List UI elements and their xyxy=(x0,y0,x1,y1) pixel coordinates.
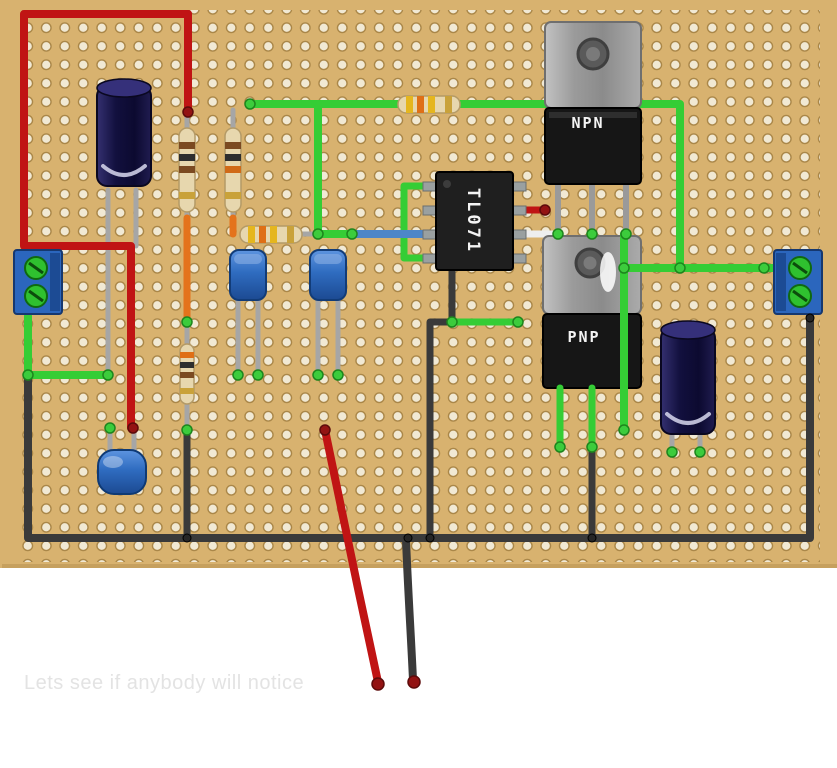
opamp-ic: TL071 xyxy=(422,171,527,271)
resistor-band xyxy=(225,166,241,173)
ic-body xyxy=(435,171,514,271)
resistor-1 xyxy=(178,127,196,213)
resistor-band xyxy=(180,372,194,378)
terminal-edge xyxy=(50,253,60,311)
green-pnp-legs xyxy=(556,384,596,451)
resistor-5 xyxy=(179,343,195,405)
capacitor-gloss xyxy=(234,254,262,264)
screw-slot xyxy=(792,261,808,275)
resistor-band xyxy=(287,226,294,243)
resistor-band xyxy=(179,166,195,173)
screw-terminal-left xyxy=(13,249,63,315)
ic-pin xyxy=(512,229,527,240)
film-capacitor-2 xyxy=(309,249,347,301)
resistor-3 xyxy=(239,225,303,244)
watermark-caption: Lets see if anybody will notice xyxy=(24,672,305,694)
capacitor-gloss xyxy=(103,456,123,468)
resistor-band xyxy=(225,192,241,199)
filmcap2-leads xyxy=(315,297,341,378)
resistor-band xyxy=(259,226,266,243)
wire-joints xyxy=(22,98,815,691)
ic-pin xyxy=(512,181,527,192)
resistor-band xyxy=(180,388,194,394)
green-feedback-wire xyxy=(400,182,428,262)
capacitor-highlight xyxy=(101,164,147,177)
resistor-band xyxy=(428,96,435,113)
capacitor-highlight xyxy=(665,412,711,425)
ic-pin xyxy=(422,205,437,216)
resistor-band xyxy=(248,226,255,243)
screw-terminal-right xyxy=(773,249,823,315)
npn-legs xyxy=(555,179,629,237)
transistor-body xyxy=(544,107,642,185)
ic-pin xyxy=(512,205,527,216)
green-top-wire xyxy=(246,100,780,272)
resistor-2 xyxy=(224,127,242,213)
screw-slot xyxy=(28,289,44,303)
capacitor-top xyxy=(96,78,152,98)
resistor-band xyxy=(179,154,195,161)
npn-transistor: NPN xyxy=(544,21,642,185)
black-ground-bus-wire xyxy=(24,312,814,542)
tab-hole-inner xyxy=(583,256,597,270)
black-below-ic-wire xyxy=(426,258,456,542)
capacitor-gloss xyxy=(314,254,342,264)
ic-pin xyxy=(422,253,437,264)
resistor-band xyxy=(180,362,194,368)
ic-pin xyxy=(512,253,527,264)
resistor-band xyxy=(225,142,241,149)
perfboard-edge xyxy=(2,564,837,568)
electrolytic-capacitor-left xyxy=(96,78,152,187)
pnp-label: PNP xyxy=(567,328,600,346)
pnp-transistor: PNP xyxy=(542,235,642,389)
film-capacitor-1 xyxy=(229,249,267,301)
red-power-wire xyxy=(20,10,192,432)
wires-under xyxy=(20,10,814,542)
tab-hole-inner xyxy=(586,47,600,61)
electrolytic-capacitor-right xyxy=(660,320,716,435)
capacitor-body xyxy=(96,85,152,187)
resistor-band xyxy=(445,96,452,113)
capacitor-body xyxy=(97,449,147,495)
npn-label: NPN xyxy=(571,114,604,132)
ic-pin xyxy=(422,229,437,240)
black-offboard-wire xyxy=(402,536,417,684)
capacitor-top xyxy=(660,320,716,340)
screw-slot xyxy=(792,289,808,303)
resistor-band xyxy=(406,96,413,113)
resistor-band xyxy=(179,192,195,199)
resistor-band xyxy=(270,226,277,243)
screw-slot xyxy=(28,261,44,275)
transistor-gloss xyxy=(549,112,637,118)
resistor-band xyxy=(417,96,424,113)
filmcap1-leads xyxy=(235,297,261,378)
terminal-edge xyxy=(776,253,786,311)
resistor-band xyxy=(225,154,241,161)
resistor-band xyxy=(179,142,195,149)
resistor-band xyxy=(180,352,194,358)
ic-pin1-marker xyxy=(443,180,451,188)
resistor-4 xyxy=(397,95,461,114)
film-capacitor-3 xyxy=(97,449,147,495)
ic-label: TL071 xyxy=(463,188,483,254)
red-offboard-wire xyxy=(321,426,382,686)
tab-highlight xyxy=(600,252,616,292)
ic-pin xyxy=(422,181,437,192)
